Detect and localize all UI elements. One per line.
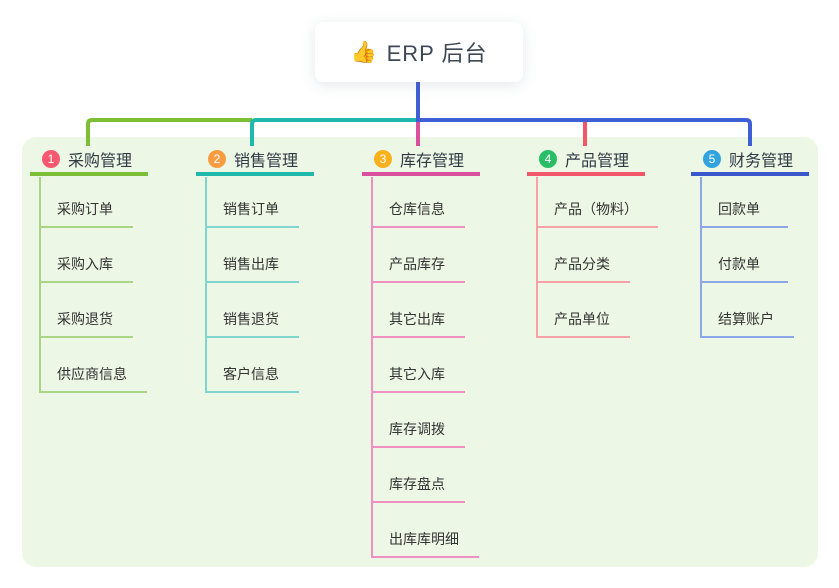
branch-header-finance[interactable]: 5 财务管理 xyxy=(691,146,809,176)
child-node[interactable]: 其它入库 xyxy=(373,338,465,393)
branch-children-purchase: 采购订单 采购入库 采购退货 供应商信息 xyxy=(39,177,147,393)
branch-header-product[interactable]: 4 产品管理 xyxy=(527,146,645,176)
branch-number-badge: 4 xyxy=(539,150,557,168)
branch-children-inventory: 仓库信息 产品库存 其它出库 其它入库 库存调拨 库存盘点 出库库明细 xyxy=(371,177,479,558)
child-node[interactable]: 采购退货 xyxy=(41,283,133,338)
branch-title: 财务管理 xyxy=(729,153,794,170)
child-node[interactable]: 付款单 xyxy=(702,228,788,283)
root-node[interactable]: 👍 ERP 后台 xyxy=(315,22,523,82)
branch-header-purchase[interactable]: 1 采购管理 xyxy=(30,146,148,176)
child-node[interactable]: 出库库明细 xyxy=(373,503,479,558)
child-node[interactable]: 结算账户 xyxy=(702,283,794,338)
child-node[interactable]: 产品单位 xyxy=(538,283,630,338)
branch-header-sales[interactable]: 2 销售管理 xyxy=(196,146,314,176)
child-node[interactable]: 供应商信息 xyxy=(41,338,147,393)
thumbs-up-icon: 👍 xyxy=(350,40,377,64)
branch-children-sales: 销售订单 销售出库 销售退货 客户信息 xyxy=(205,177,299,393)
branch-title: 采购管理 xyxy=(68,153,133,170)
branch-number-badge: 2 xyxy=(208,150,226,168)
child-node[interactable]: 销售退货 xyxy=(207,283,299,338)
child-node[interactable]: 回款单 xyxy=(702,177,788,228)
child-node[interactable]: 产品库存 xyxy=(373,228,465,283)
child-node[interactable]: 库存盘点 xyxy=(373,448,465,503)
branch-number-badge: 5 xyxy=(703,150,721,168)
branch-number-badge: 3 xyxy=(374,150,392,168)
child-node[interactable]: 产品（物料） xyxy=(538,177,658,228)
child-node[interactable]: 采购入库 xyxy=(41,228,133,283)
child-node[interactable]: 客户信息 xyxy=(207,338,299,393)
branch-children-product: 产品（物料） 产品分类 产品单位 xyxy=(536,177,658,338)
branch-title: 销售管理 xyxy=(234,153,299,170)
child-node[interactable]: 销售订单 xyxy=(207,177,299,228)
branch-header-inventory[interactable]: 3 库存管理 xyxy=(362,146,480,176)
branch-title: 产品管理 xyxy=(565,153,630,170)
child-node[interactable]: 产品分类 xyxy=(538,228,630,283)
branch-title: 库存管理 xyxy=(400,153,465,170)
child-node[interactable]: 库存调拨 xyxy=(373,393,465,448)
root-title: ERP 后台 xyxy=(386,41,488,66)
branch-children-finance: 回款单 付款单 结算账户 xyxy=(700,177,794,338)
child-node[interactable]: 仓库信息 xyxy=(373,177,465,228)
child-node[interactable]: 销售出库 xyxy=(207,228,299,283)
child-node[interactable]: 采购订单 xyxy=(41,177,133,228)
branch-number-badge: 1 xyxy=(42,150,60,168)
child-node[interactable]: 其它出库 xyxy=(373,283,465,338)
branches-panel xyxy=(22,137,818,567)
